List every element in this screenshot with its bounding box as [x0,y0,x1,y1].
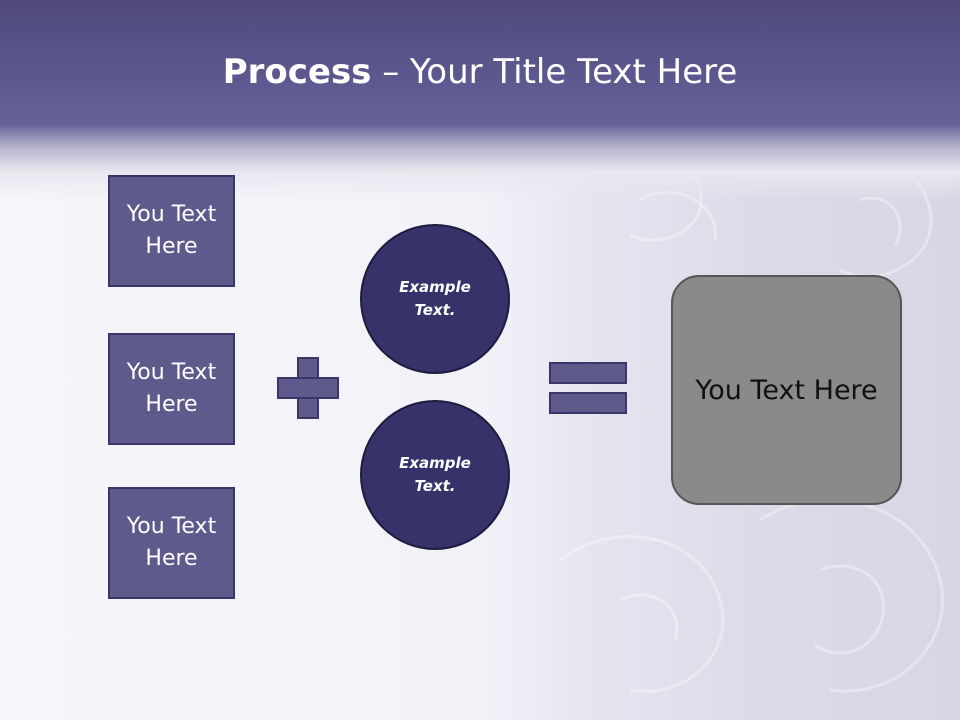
input-box-label: You Text Here [126,514,217,571]
result-box: You Text Here [671,275,902,505]
input-box-3: You Text Here [108,487,235,599]
plus-icon-center [299,379,317,397]
example-circle-2: Example Text. [360,400,510,550]
header-band [0,0,960,200]
slide-title: Process – Your Title Text Here [0,52,960,92]
input-box-label: You Text Here [126,360,217,417]
input-box-1: You Text Here [108,175,235,287]
result-label: You Text Here [695,374,878,406]
example-circle-1: Example Text. [360,224,510,374]
input-box-2: You Text Here [108,333,235,445]
circle-label: Example Text. [399,278,471,319]
title-bold: Process [222,52,372,92]
equals-icon-bottom-bar [549,392,627,414]
title-rest: – Your Title Text Here [371,52,738,92]
equals-icon-top-bar [549,362,627,384]
input-box-label: You Text Here [126,202,217,259]
circle-label: Example Text. [399,454,471,495]
